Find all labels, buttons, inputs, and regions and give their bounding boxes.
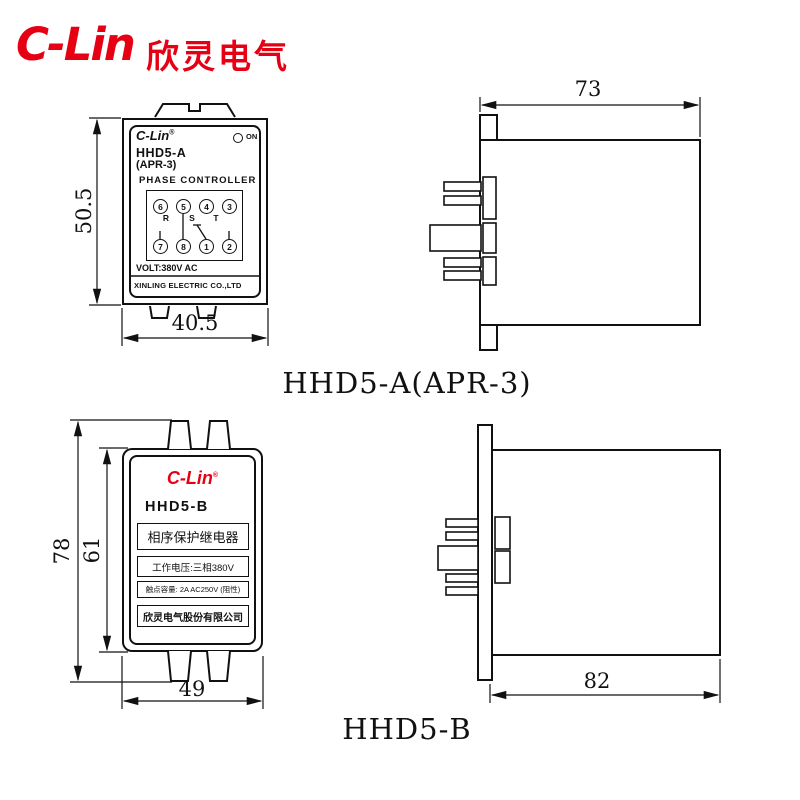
hhd5b-name-box: 相序保护继电器	[137, 523, 249, 550]
phase-label-t: T	[213, 213, 219, 223]
dim-hhd5b-inner-height: 61	[80, 536, 104, 564]
hhd5a-panel-logo: C-Lin®	[136, 128, 175, 143]
hhd5a-model-alt-label: (APR-3)	[136, 159, 177, 171]
caption-hhd5a: HHD5-A(APR-3)	[282, 366, 532, 400]
hhd5a-subtitle: PHASE CONTROLLER	[139, 175, 257, 186]
phase-label-s: S	[189, 213, 195, 223]
hhd5a-company-label: XINLING ELECTRIC CO.,LTD	[134, 281, 242, 290]
hhd5a-mounting-tabs	[149, 103, 236, 319]
hhd5a-model-label: HHD5-A	[136, 146, 187, 160]
dim-hhd5a-width: 40.5	[171, 311, 219, 335]
terminal-8: 8	[176, 239, 191, 254]
terminal-5: 5	[176, 199, 191, 214]
hhd5b-spec-contact-box: 触点容量: 2A AC250V (阻性)	[137, 581, 249, 598]
hhd5b-spec-voltage-box: 工作电压:三相380V	[137, 556, 249, 577]
hhd5a-terminal-wiring	[159, 214, 230, 240]
terminal-7: 7	[153, 239, 168, 254]
hhd5b-side-pins	[437, 516, 511, 596]
on-led-icon	[233, 133, 243, 143]
hhd5a-side-view	[429, 114, 701, 351]
hhd5b-mounting-tabs	[167, 420, 231, 682]
hhd5b-model-label: HHD5-B	[145, 499, 209, 515]
dimension-lines	[70, 97, 721, 709]
hhd5b-side-view	[437, 424, 721, 681]
on-led-label: ON	[246, 132, 258, 141]
terminal-4: 4	[199, 199, 214, 214]
terminal-3: 3	[222, 199, 237, 214]
brand-logo-cn: 欣灵电气	[146, 37, 290, 76]
hhd5b-panel-logo: C-Lin®	[166, 468, 219, 488]
dim-hhd5a-height: 50.5	[72, 187, 96, 235]
terminal-2: 2	[222, 239, 237, 254]
registered-mark-icon: ®	[169, 129, 175, 137]
hhd5b-company-box: 欣灵电气股份有限公司	[137, 605, 249, 627]
dim-hhd5a-depth: 73	[574, 77, 602, 101]
terminal-1: 1	[199, 239, 214, 254]
dim-hhd5b-width: 49	[178, 677, 206, 701]
dim-hhd5b-outer-height: 78	[50, 537, 74, 565]
terminal-6: 6	[153, 199, 168, 214]
dim-hhd5b-depth: 82	[583, 669, 611, 693]
phase-label-r: R	[162, 213, 170, 223]
caption-hhd5b: HHD5-B	[342, 712, 472, 746]
registered-mark-icon: ®	[212, 472, 219, 479]
hhd5a-front-panel	[129, 125, 261, 298]
hhd5a-terminal-box	[146, 190, 243, 261]
brand-logo: C-Lin	[16, 18, 136, 71]
hhd5a-side-pins	[429, 176, 497, 286]
hhd5a-voltage-label: VOLT:380V AC	[136, 263, 198, 273]
